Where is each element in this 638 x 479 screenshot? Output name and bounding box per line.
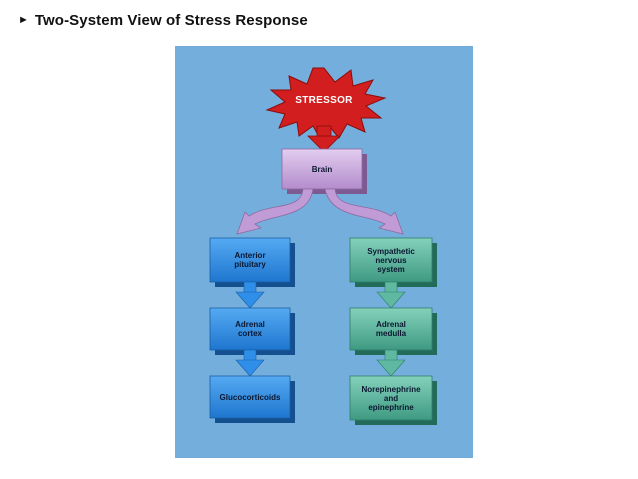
branch-arrow-right — [324, 188, 404, 235]
triangle-bullet-icon: ► — [18, 13, 29, 26]
anterior-pituitary-box — [209, 237, 295, 287]
adrenal-medulla-label: Adrenal medulla — [375, 320, 407, 338]
brain-label: Brain — [311, 164, 333, 174]
slide-title-row: ► Two-System View of Stress Response — [18, 9, 308, 31]
norepinephrine-epinephrine-label: Norepinephrine and epinephrine — [361, 384, 421, 412]
arrow-stressor-to-brain — [307, 125, 341, 153]
sympathetic-nervous-system-box — [349, 237, 437, 287]
arrow-right-1 — [376, 281, 406, 309]
slide-title: Two-System View of Stress Response — [34, 11, 308, 29]
arrow-right-2 — [376, 349, 406, 377]
sympathetic-nervous-system-label: Sympathetic nervous system — [367, 246, 415, 274]
glucocorticoids-label: Glucocorticoids — [219, 392, 281, 402]
glucocorticoids-box — [209, 375, 295, 423]
brain-box — [281, 148, 367, 194]
stressor-label: STRESSOR — [295, 94, 353, 106]
adrenal-cortex-label: Adrenal cortex — [235, 320, 265, 338]
stress-response-diagram: STRESSOR Brain Anterior pituitary Adrena… — [175, 46, 473, 458]
adrenal-medulla-box — [349, 307, 437, 355]
diagram-canvas — [209, 67, 437, 425]
anterior-pituitary-label: Anterior pituitary — [234, 251, 266, 269]
arrow-left-2 — [235, 349, 265, 377]
norepinephrine-box — [349, 375, 437, 425]
branch-arrow-left — [236, 188, 314, 235]
arrow-left-1 — [235, 281, 265, 309]
